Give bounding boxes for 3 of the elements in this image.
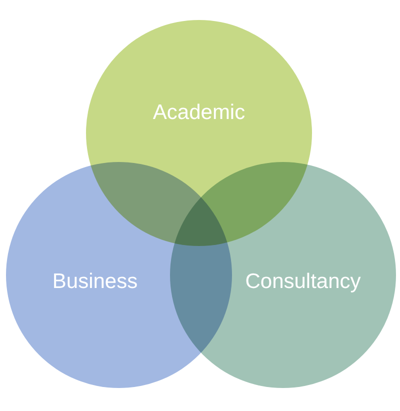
circle-label: Consultancy xyxy=(245,270,361,294)
circle-label: Business xyxy=(52,270,138,294)
circle-label: Academic xyxy=(152,101,246,125)
